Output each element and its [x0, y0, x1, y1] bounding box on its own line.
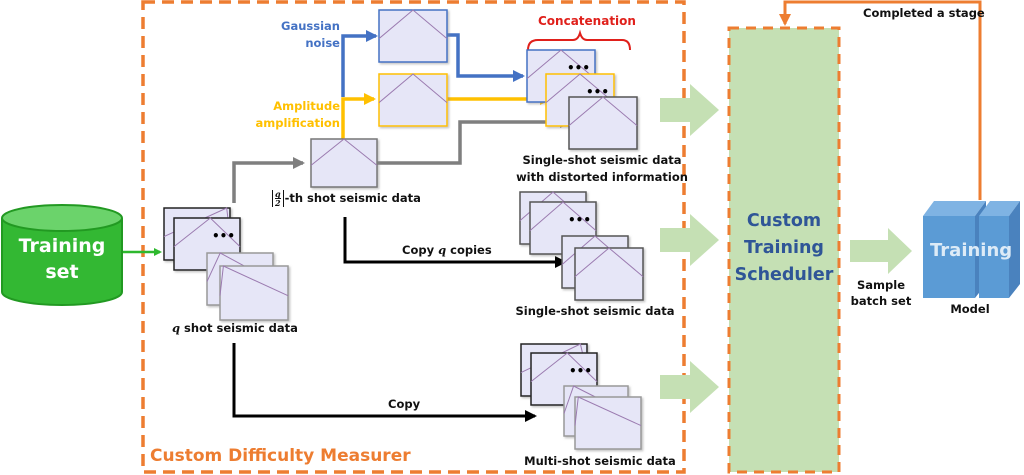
copy-label: Copy: [388, 397, 421, 411]
concatenation-label: Concatenation: [538, 14, 636, 28]
q-shot-var: q: [172, 321, 181, 335]
model-block-label: Training: [930, 240, 1013, 261]
middle-shot-panel: [310, 138, 378, 188]
training-set-label-line2: set: [45, 261, 79, 283]
sample-batch-line1: Sample: [857, 278, 905, 292]
fraction-numerator: q: [275, 189, 281, 199]
sample-batch-label: Sample batch set: [846, 277, 916, 309]
ellipsis-icon: •••: [212, 229, 235, 243]
difficulty-measurer-title: Custom Difficulty Measurer: [150, 446, 411, 466]
green-arrow-multi-shot: [660, 361, 719, 413]
seismic-trace: [574, 247, 644, 277]
copy-q-var: q: [438, 243, 447, 257]
yellow-amplitude-branch: [341, 93, 376, 140]
copy-arrow: [232, 343, 537, 422]
seismic-trace: [529, 201, 597, 231]
gray-connector-to-middle: [232, 157, 305, 203]
seismic-trace: [310, 138, 378, 166]
training-set-cylinder[interactable]: [0, 204, 123, 306]
scheduler-line3: Scheduler: [734, 265, 834, 285]
gaussian-noise-label: Gaussian noise: [268, 18, 340, 52]
amplitude-panel: [378, 73, 448, 127]
ceil-fraction: q 2: [272, 190, 284, 207]
training-set-label-line1: Training: [18, 235, 106, 257]
amplitude-line2: amplification: [255, 116, 341, 130]
seismic-trace: [378, 73, 448, 103]
q-shot-panel-4: [219, 265, 289, 321]
fraction-denominator: 2: [275, 198, 281, 208]
seismic-trace: [568, 96, 638, 126]
ellipsis-icon: •••: [569, 364, 592, 378]
sample-batch-line2: batch set: [850, 294, 912, 308]
blue-to-concat: [447, 33, 525, 82]
single-copy-panel-4: [574, 247, 644, 301]
multi-shot-panel-4: [574, 396, 642, 450]
single-shot-label: Single-shot seismic data: [515, 304, 675, 318]
copy-q-prefix: Copy: [402, 243, 439, 257]
model-blocks[interactable]: [923, 201, 1020, 298]
amplitude-amplification-label: Amplitude amplification: [250, 98, 341, 132]
q-shot-text: shot seismic data: [180, 321, 298, 335]
seismic-trace: [219, 265, 289, 297]
copy-q-label: Copy q copies: [402, 243, 492, 257]
scheduler-box[interactable]: [727, 26, 841, 474]
copy-q-arrow: [343, 217, 567, 268]
seismic-trace: [526, 49, 596, 79]
distorted-line1: Single-shot seismic data: [522, 153, 682, 167]
training-set-label: Training set: [2, 233, 122, 285]
gaussian-noise-line2: noise: [305, 36, 340, 50]
seismic-panels: ••• ••• ••• ••• •••: [163, 9, 644, 450]
blue-gaussian-branch: [341, 30, 378, 97]
difficulty-measurer-frame: [141, 0, 686, 474]
gaussian-noise-panel: [378, 9, 448, 63]
middle-shot-label: q 2 -th shot seismic data: [272, 190, 421, 207]
seismic-trace: [574, 396, 642, 427]
concatenation-brace: [527, 29, 631, 51]
ellipsis-icon: •••: [586, 85, 609, 99]
ellipsis-icon: •••: [567, 61, 590, 75]
green-arrow-distorted: [660, 84, 719, 136]
scheduler-line1: Custom: [746, 211, 822, 231]
seismic-trace: [545, 73, 615, 103]
gray-to-concat: [377, 116, 572, 165]
ellipsis-icon: •••: [568, 213, 591, 227]
seismic-trace: [173, 217, 241, 247]
sample-batch-arrow: [850, 228, 912, 274]
middle-shot-text: -th shot seismic data: [284, 191, 421, 205]
amplitude-line1: Amplitude: [273, 99, 340, 113]
feedback-loop-arrow: [779, 0, 982, 200]
gaussian-noise-line1: Gaussian: [281, 19, 340, 33]
green-arrow-single-shot: [660, 214, 719, 266]
concat-panel-original: [568, 96, 638, 150]
distorted-line2: with distorted information: [516, 170, 688, 184]
scheduler-label: Custom Training Scheduler: [729, 208, 839, 289]
multi-shot-label: Multi-shot seismic data: [524, 454, 676, 468]
seismic-trace: [378, 9, 448, 39]
scheduler-line2: Training: [744, 238, 824, 258]
feedback-label: Completed a stage: [863, 6, 985, 20]
model-caption: Model: [950, 302, 990, 316]
copy-q-suffix: copies: [446, 243, 492, 257]
distorted-output-label: Single-shot seismic data with distorted …: [516, 152, 688, 186]
q-shot-label: q shot seismic data: [172, 321, 298, 335]
seismic-trace: [530, 352, 598, 382]
